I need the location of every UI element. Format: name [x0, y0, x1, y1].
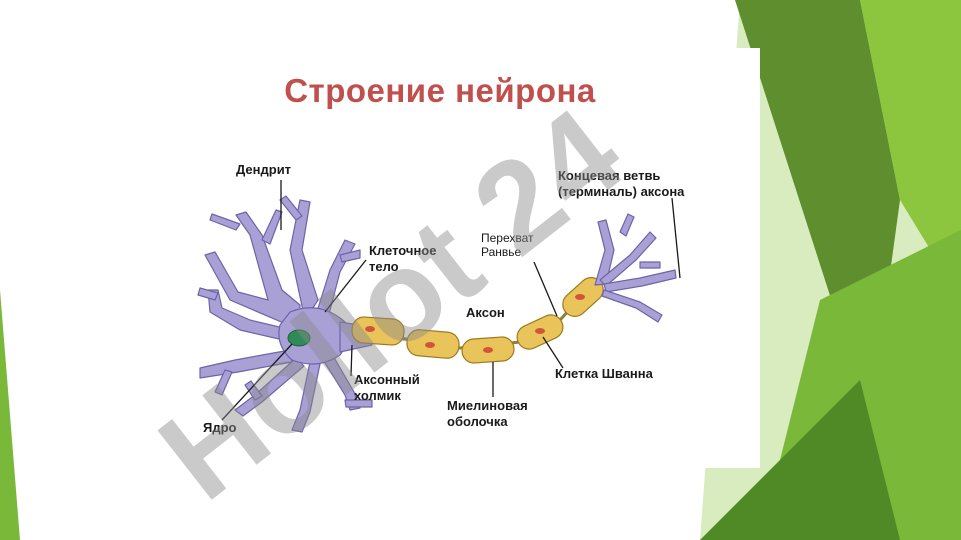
green-shape-bright: [860, 0, 961, 300]
myelin-segment: [351, 316, 405, 346]
label-ranvier: Перехват Ранвье: [481, 231, 534, 259]
label-cell-body: Клеточное тело: [369, 243, 436, 275]
leader-hillock: [350, 344, 353, 377]
label-ranvier-line1: Перехват: [481, 231, 534, 245]
green-shape-bottom-dark: [700, 380, 900, 540]
leader-lines: [221, 180, 681, 421]
label-dendrite: Дендрит: [236, 162, 292, 177]
label-cell-body-line1: Клеточное: [369, 243, 437, 258]
label-hillock: Аксонный холмик: [354, 372, 420, 404]
axon-terminal: [594, 213, 677, 323]
nucleus: [287, 329, 311, 347]
label-nucleus: Ядро: [203, 420, 237, 435]
label-terminal: Концевая ветвь (терминаль) аксона: [558, 168, 684, 200]
label-myelin: Миелиновая оболочка: [447, 398, 528, 430]
label-myelin-line2: оболочка: [447, 414, 508, 429]
label-hillock-line1: Аксонный: [354, 372, 420, 387]
label-myelin-line1: Миелиновая: [447, 398, 528, 413]
label-axon: Аксон: [466, 305, 505, 320]
label-schwann: Клетка Шванна: [555, 366, 653, 381]
neuron-dendrites: [197, 195, 373, 433]
label-terminal-line1: Концевая ветвь: [558, 168, 661, 183]
slide-title: Строение нейрона: [284, 72, 596, 109]
schwann-nuclei: [365, 294, 585, 353]
leader-nucleus: [221, 343, 293, 421]
leader-cell-body: [324, 259, 367, 313]
leader-ranvier: [533, 261, 558, 317]
green-shape-left: [0, 290, 20, 540]
label-hillock-line2: холмик: [354, 388, 401, 403]
label-ranvier-line2: Ранвье: [481, 245, 522, 259]
leader-terminal: [671, 197, 681, 279]
label-terminal-line2: (терминаль) аксона: [558, 184, 685, 199]
label-cell-body-line2: тело: [369, 259, 399, 274]
leader-schwann: [542, 336, 564, 369]
